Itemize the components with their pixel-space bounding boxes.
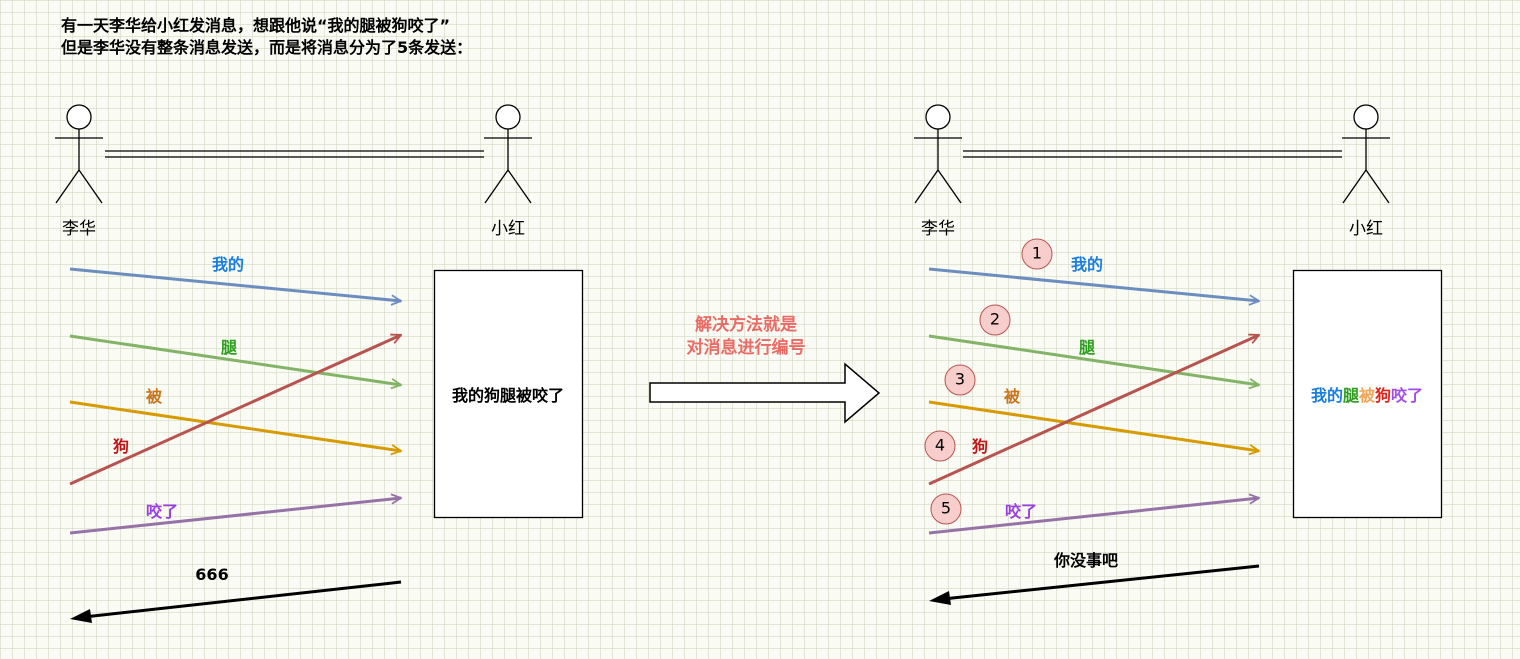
message-arrow-4-left [69, 333, 401, 486]
received-part-1: 我的 [1310, 386, 1343, 405]
sequence-badge-2: 2 [979, 304, 1011, 336]
reply-label-left: 666 [195, 565, 229, 584]
message-arrow-4-right [928, 333, 1259, 486]
sequence-badge-4: 4 [924, 430, 956, 462]
received-message-right: 我的腿被狗咬了 [1311, 382, 1423, 406]
actor-label-sender-right: 李华 [921, 219, 955, 239]
actor-label-receiver-right: 小红 [1349, 219, 1383, 239]
received-box-left [433, 269, 584, 519]
transition-arrow-icon [649, 362, 881, 424]
message-arrow-5-right [928, 498, 1259, 535]
reply-arrow-right [929, 564, 1260, 605]
reply-label-right: 你没事吧 [1053, 551, 1119, 570]
message-arrow-1-right [928, 267, 1259, 301]
sequence-badge-5: 5 [930, 493, 962, 525]
actor-figure-receiver-left [484, 104, 532, 204]
actor-figure-sender-right [914, 104, 962, 204]
message-arrow-5-left [69, 498, 401, 535]
message-label-5-left: 咬了 [145, 502, 179, 521]
message-arrow-3-left [69, 400, 401, 451]
message-label-1-right: 我的 [1070, 255, 1104, 274]
received-part-5: 咬了 [1391, 386, 1424, 405]
sequence-badge-3: 3 [944, 364, 976, 396]
intro-line-2: 但是李华没有整条消息发送，而是将消息分为了5条发送： [61, 38, 473, 57]
connection-double-line-right [963, 150, 1342, 158]
sequence-badge-1: 1 [1021, 238, 1053, 270]
message-label-3-left: 被 [145, 387, 163, 406]
message-label-2-right: 腿 [1078, 338, 1096, 357]
message-arrow-2-left [69, 334, 401, 385]
connection-double-line-left [105, 150, 484, 158]
received-part-4: 狗 [1375, 386, 1392, 405]
message-label-5-right: 咬了 [1004, 502, 1038, 521]
received-part-3: 被 [1358, 386, 1376, 405]
received-message-left: 我的狗腿被咬了 [451, 386, 565, 405]
actor-figure-sender-left [55, 104, 103, 204]
message-arrow-1-left [69, 267, 401, 301]
message-label-4-left: 狗 [112, 437, 130, 456]
actor-figure-receiver-right [1342, 104, 1390, 204]
message-arrow-2-right [928, 334, 1259, 385]
reply-arrow-left [70, 580, 402, 623]
actor-label-sender-left: 李华 [62, 219, 96, 239]
solution-line-1: 解决方法就是 [695, 315, 797, 335]
received-part-2: 腿 [1342, 386, 1359, 405]
received-box-right [1292, 269, 1443, 519]
solution-line-2: 对消息进行编号 [686, 338, 806, 358]
message-label-2-left: 腿 [220, 338, 238, 357]
message-label-3-right: 被 [1003, 387, 1021, 406]
intro-line-1: 有一天李华给小红发消息，想跟他说“我的腿被狗咬了” [61, 16, 451, 35]
message-label-4-right: 狗 [971, 437, 989, 456]
message-label-1-left: 我的 [211, 255, 245, 274]
actor-label-receiver-left: 小红 [491, 219, 525, 239]
message-arrow-3-right [928, 400, 1259, 451]
